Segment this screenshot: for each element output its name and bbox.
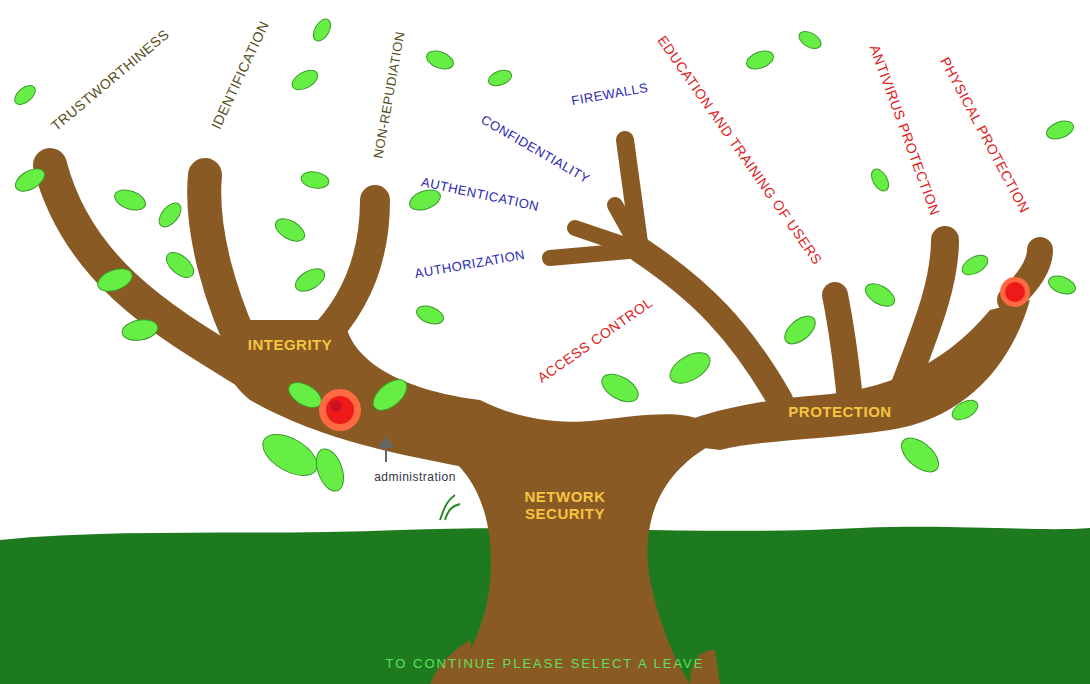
branch-label: AUTHORIZATION [414, 248, 527, 282]
branch-label: ANTIVIRUS PROTECTION [867, 43, 944, 218]
branch-label: EDUCATION AND TRAINING OF USERS [654, 33, 825, 268]
trunk-label: NETWORK SECURITY [500, 488, 630, 523]
branch-label: PHYSICAL PROTECTION [937, 54, 1033, 215]
branch-label: NON-REPUDIATION [371, 30, 408, 159]
pointer-note: administration [374, 471, 456, 485]
limb-label: PROTECTION [788, 403, 891, 420]
caption: TO CONTINUE PLEASE SELECT A LEAVE [0, 656, 1090, 671]
branch-label: TRUSTWORTHINESS [48, 26, 172, 134]
branch-label: CONFIDENTIALITY [478, 113, 592, 187]
branch-label: IDENTIFICATION [208, 18, 272, 131]
limb-label: INTEGRITY [248, 336, 333, 353]
branch-label: FIREWALLS [570, 81, 649, 109]
branch-label: ACCESS CONTROL [534, 294, 655, 386]
